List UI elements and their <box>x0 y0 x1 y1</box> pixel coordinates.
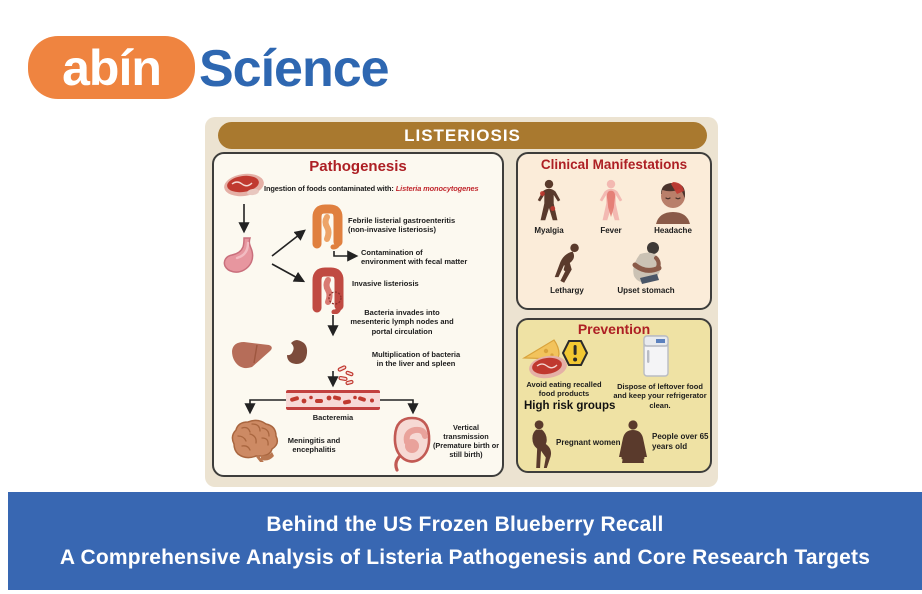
bacteria-invades-text: Bacteria invades into mesenteric lymph n… <box>350 308 454 336</box>
pregnant-woman-icon <box>532 420 552 468</box>
pathogenesis-title: Pathogenesis <box>309 158 407 175</box>
headache-icon <box>656 182 690 224</box>
intestine-noninvasive-icon <box>312 204 343 250</box>
symptom-label: Fever <box>600 226 622 235</box>
banner-line1: Behind the US Frozen Blueberry Recall <box>266 512 664 536</box>
refrigerator-icon <box>643 335 669 377</box>
listeriosis-infographic: LISTERIOSIS Pathogenesis <box>205 117 718 487</box>
symptom-headache: Headache <box>642 178 704 235</box>
pathogenesis-panel: Pathogenesis <box>212 152 504 477</box>
flow-arrows <box>238 204 419 415</box>
spleen-icon <box>287 340 308 364</box>
febrile-text: Febrile listerial gastroenteritis (non-i… <box>348 216 456 235</box>
high-risk-title: High risk groups <box>524 400 616 412</box>
symptom-fever: Fever <box>582 178 640 235</box>
contamination-text: Contamination of environment with fecal … <box>361 248 468 267</box>
stomach-icon <box>223 237 254 273</box>
avoid-text: Avoid eating recalled food products <box>526 380 602 399</box>
infographic-title-bar: LISTERIOSIS <box>218 122 707 149</box>
symptom-upset-stomach: Upset stomach <box>608 240 684 295</box>
upset-stomach-icon <box>632 242 662 284</box>
prevention-title: Prevention <box>577 321 651 337</box>
bacteremia-label: Bacteremia <box>312 413 354 422</box>
meningitis-text: Meningitis and encephalitis <box>287 436 341 455</box>
multiplication-text: Multiplication of bacteria in the liver … <box>371 350 461 369</box>
bottom-banner: Behind the US Frozen Blueberry Recall A … <box>8 492 922 590</box>
warning-icon <box>561 340 589 366</box>
recalled-food-icon <box>522 339 589 379</box>
clinical-manifestations-panel: Clinical Manifestations Myalgia Fever <box>516 152 712 310</box>
fever-icon <box>599 179 623 221</box>
science-logo-text: Scíence <box>199 39 390 98</box>
symptom-myalgia: Myalgia <box>522 178 576 235</box>
ingestion-label: Ingestion of foods contaminated with: <box>264 184 394 193</box>
contaminated-meat-icon <box>224 173 264 197</box>
dispose-text: Dispose of leftover food and keep your r… <box>613 382 707 410</box>
myalgia-icon <box>537 179 561 221</box>
blood-vessel-graphic <box>286 390 380 410</box>
people-over-65-label: People over 65 years old <box>652 432 709 451</box>
symptom-label: Headache <box>654 226 692 235</box>
intestine-invasive-icon <box>312 267 344 314</box>
ingestion-text: Ingestion of foods contaminated with: Li… <box>264 184 479 193</box>
symptom-label: Myalgia <box>534 226 564 235</box>
prevention-panel: Prevention Avoid eating recalled food pr… <box>516 318 712 473</box>
liver-icon <box>232 342 272 369</box>
pathogen-name: Listeria monocytogenes <box>395 184 479 193</box>
elderly-person-icon <box>619 420 647 463</box>
vertical-transmission-text: Vertical transmission (Premature birth o… <box>432 423 500 460</box>
symptom-lethargy: Lethargy <box>538 240 596 295</box>
abin-logo-text: abín <box>62 39 162 96</box>
pregnant-women-label: Pregnant women <box>556 438 621 447</box>
symptom-label: Lethargy <box>550 286 584 295</box>
bacteremia-bacteria-icons <box>290 395 374 405</box>
clinical-title: Clinical Manifestations <box>540 157 688 172</box>
symptom-label: Upset stomach <box>617 286 675 295</box>
banner-line2: A Comprehensive Analysis of Listeria Pat… <box>59 545 871 569</box>
brain-icon <box>231 419 279 462</box>
fetus-in-womb-icon <box>393 416 431 472</box>
abin-logo-badge: abín <box>28 36 195 99</box>
bacteria-cluster-icon <box>337 365 354 386</box>
lethargy-icon <box>554 243 579 283</box>
invasive-text: Invasive listeriosis <box>352 279 419 288</box>
